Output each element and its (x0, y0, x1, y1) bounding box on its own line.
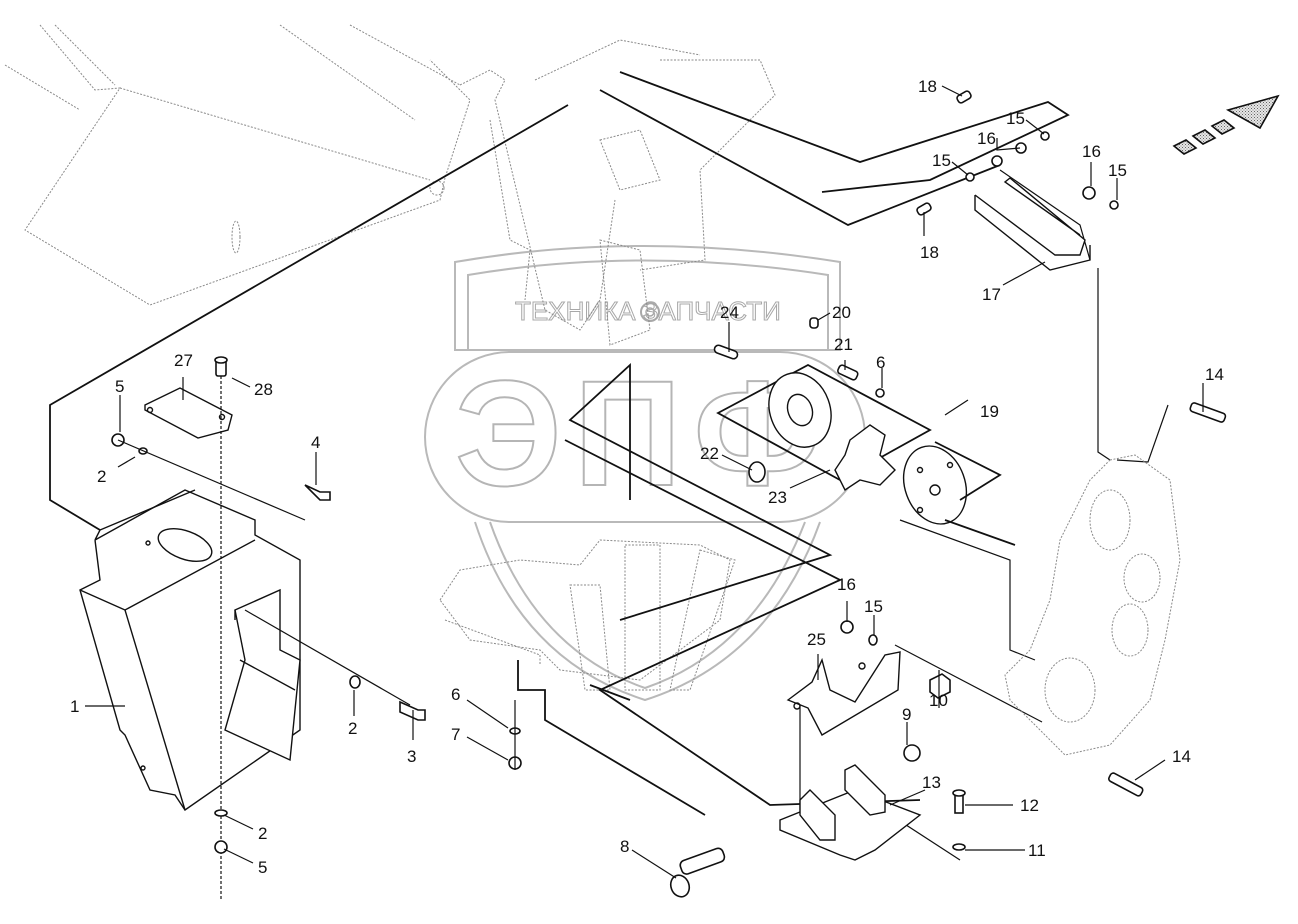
callout-4: 4 (311, 433, 320, 452)
part-17-bracket (974, 177, 1091, 271)
callout-5: 5 (115, 377, 124, 396)
callout-16: 16 (977, 129, 996, 148)
callout-23: 23 (768, 488, 787, 507)
callout-17: 17 (982, 285, 1001, 304)
callout-14: 14 (1205, 365, 1224, 384)
callout-15: 15 (1006, 109, 1025, 128)
gear-icon (640, 302, 660, 322)
watermark: ТЕХНИКА ЗАПЧАСТИ ЭПФ (424, 245, 866, 702)
callout-5: 5 (258, 858, 267, 877)
callout-9: 9 (902, 705, 911, 724)
callout-22: 22 (700, 444, 719, 463)
watermark-logo: ЭПФ (455, 349, 834, 517)
callout-28: 28 (254, 380, 273, 399)
callout-2: 2 (348, 719, 357, 738)
callout-8: 8 (620, 837, 629, 856)
callout-19: 19 (980, 402, 999, 421)
callout-6: 6 (876, 353, 885, 372)
part-1-cover (79, 489, 301, 811)
part-13-base (779, 764, 922, 861)
callout-2: 2 (258, 824, 267, 843)
callout-10: 10 (929, 691, 948, 710)
callout-15: 15 (1108, 161, 1127, 180)
callout-15: 15 (864, 597, 883, 616)
callout-16: 16 (1082, 142, 1101, 161)
machine-frame-ghost (4, 24, 776, 681)
callout-12: 12 (1020, 796, 1039, 815)
leader-lines (85, 85, 1204, 879)
callout-7: 7 (451, 725, 460, 744)
callout-25: 25 (807, 630, 826, 649)
callout-2: 2 (97, 467, 106, 486)
callout-21: 21 (834, 335, 853, 354)
callout-27: 27 (174, 351, 193, 370)
callout-14: 14 (1172, 747, 1191, 766)
part-27-plate (144, 387, 233, 439)
callout-3: 3 (407, 747, 416, 766)
callout-1: 1 (70, 697, 79, 716)
callout-13: 13 (922, 773, 941, 792)
coupling-assembly (716, 363, 1016, 546)
callout-18: 18 (920, 243, 939, 262)
callout-16: 16 (837, 575, 856, 594)
wheat-icon (569, 544, 736, 691)
part-25-mount (786, 651, 901, 736)
assembly-lines (49, 71, 1169, 861)
callout-15: 15 (932, 151, 951, 170)
callout-24: 24 (720, 303, 739, 322)
direction-arrow-icon (1172, 94, 1280, 155)
fasteners (111, 90, 1227, 898)
callout-18: 18 (918, 77, 937, 96)
callout-20: 20 (832, 303, 851, 322)
callout-11: 11 (1028, 841, 1046, 860)
callout-labels: 18 15 16 15 16 15 18 17 20 24 21 6 19 22… (70, 77, 1224, 877)
gearbox-plate (1004, 454, 1181, 756)
callout-6: 6 (451, 685, 460, 704)
